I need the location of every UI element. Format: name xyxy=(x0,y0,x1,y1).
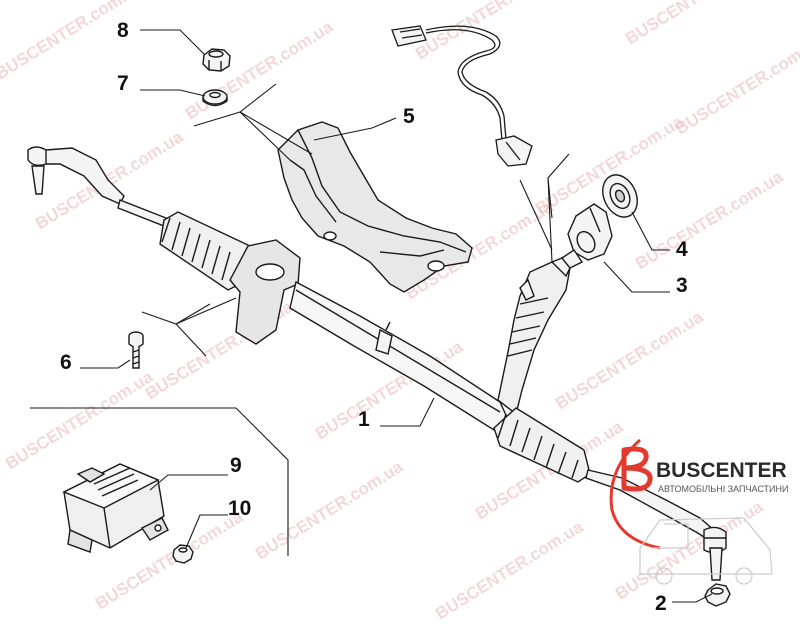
watermark-text: BUSCENTER.com.ua xyxy=(432,517,587,624)
logo-swoosh-icon xyxy=(609,438,661,550)
van-icon xyxy=(639,517,773,585)
part-5-heat-shield xyxy=(277,121,473,293)
part-9-control-module xyxy=(62,463,169,553)
callout-5: 5 xyxy=(403,105,415,128)
watermark-text: BUSCENTER.com.ua xyxy=(2,367,157,474)
part-6-bolt xyxy=(128,331,144,369)
wiring-harness xyxy=(391,25,533,167)
buscenter-logo: BUSCENTER АВТОМОБІЛЬНІ ЗАПЧАСТИНИ xyxy=(609,438,788,585)
watermark-text: BUSCENTER.com.ua xyxy=(672,32,800,139)
watermark-text: BUSCENTER.com.ua xyxy=(632,167,787,274)
callout-7: 7 xyxy=(117,72,129,95)
part-3-cap xyxy=(567,203,613,261)
callout-4: 4 xyxy=(676,238,688,261)
part-4-grommet xyxy=(602,174,638,218)
callouts: 8 7 5 4 3 6 1 9 10 2 xyxy=(60,19,688,615)
watermark-text: BUSCENTER.com.ua xyxy=(182,17,337,124)
callout-10: 10 xyxy=(228,497,251,520)
logo-tagline: АВТОМОБІЛЬНІ ЗАПЧАСТИНИ xyxy=(658,484,788,494)
callout-9: 9 xyxy=(230,454,242,477)
watermark-text: BUSCENTER.com.ua xyxy=(552,307,707,414)
callout-3: 3 xyxy=(676,274,688,297)
callout-1: 1 xyxy=(358,408,370,431)
part-1-steering-rack xyxy=(27,146,727,581)
part-10-nut xyxy=(172,544,194,564)
part-8-nut xyxy=(202,48,231,72)
callout-2: 2 xyxy=(655,592,667,615)
callout-8: 8 xyxy=(117,19,129,42)
leader-lines xyxy=(30,29,713,603)
callout-6: 6 xyxy=(60,351,72,374)
part-7-washer xyxy=(202,89,228,107)
part-2-nut xyxy=(704,583,731,607)
watermark-text: BUSCENTER.com.ua xyxy=(252,457,407,564)
watermark-text: BUSCENTER.com.ua xyxy=(622,0,777,48)
logo-name: BUSCENTER xyxy=(656,459,787,482)
